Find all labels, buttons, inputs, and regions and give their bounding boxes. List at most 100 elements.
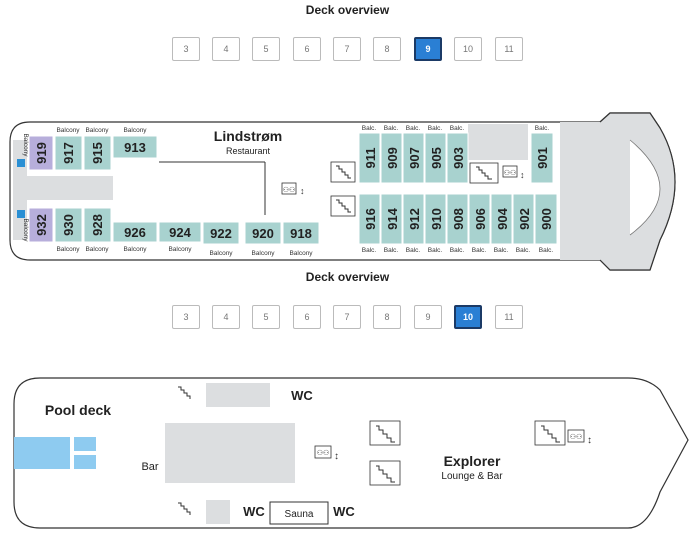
balc-label: Balc.	[535, 125, 550, 132]
wc-label: WC	[243, 504, 265, 519]
deck-button-9[interactable]: 9	[414, 305, 442, 329]
cabin-917[interactable]	[54, 135, 83, 171]
deck-button-3[interactable]: 3	[172, 305, 200, 329]
deck-button-7[interactable]: 7	[333, 37, 361, 61]
cabin-910-label: 910	[429, 208, 444, 230]
stairs-icon	[330, 195, 356, 217]
svg-text:↕: ↕	[520, 170, 525, 180]
cabin-924[interactable]	[158, 221, 202, 243]
svg-text:↕: ↕	[334, 451, 339, 462]
cabin-932-label: 932	[34, 214, 49, 236]
cabin-908-label: 908	[451, 208, 466, 230]
deck-button-11[interactable]: 11	[495, 305, 523, 329]
balc-label: Balc.	[472, 247, 487, 254]
cabin-918-label: 918	[290, 226, 312, 241]
restaurant-name: Lindstrøm	[214, 128, 282, 144]
cabin-900[interactable]	[534, 193, 558, 245]
pool-small	[74, 455, 96, 469]
cabin-920[interactable]	[244, 221, 282, 245]
stairs-icon	[178, 502, 191, 515]
deck-button-8[interactable]: 8	[373, 305, 401, 329]
cabin-903[interactable]	[446, 132, 469, 184]
deck-button-8[interactable]: 8	[373, 37, 401, 61]
deck-button-11[interactable]: 11	[495, 37, 523, 61]
elevator-icon: ⚇⚇ ↕	[314, 445, 339, 462]
balcony-label: Balcony	[123, 246, 147, 253]
wc-label: WC	[333, 504, 355, 519]
deck-button-9[interactable]: 9	[414, 37, 442, 61]
cabin-906[interactable]	[468, 193, 491, 245]
cabin-901-label: 901	[535, 147, 550, 169]
stairs-icon	[369, 460, 401, 486]
balcony-label: Balcony	[22, 218, 29, 242]
cabin-928[interactable]	[83, 207, 112, 243]
balcony-label: Balcony	[85, 127, 109, 134]
cabin-930-label: 930	[61, 214, 76, 236]
cabin-922-label: 922	[210, 226, 232, 241]
deck-button-4[interactable]: 4	[212, 305, 240, 329]
stairs-icon	[534, 420, 566, 446]
pool-deck-label: Pool deck	[45, 402, 111, 418]
cabin-910[interactable]	[424, 193, 447, 245]
deck-button-6[interactable]: 6	[293, 37, 321, 61]
deck-button-5[interactable]: 5	[252, 305, 280, 329]
cabin-919[interactable]	[28, 135, 54, 171]
cabin-901[interactable]	[530, 132, 554, 184]
deck-button-5[interactable]: 5	[252, 37, 280, 61]
balc-label: Balc.	[450, 125, 465, 132]
balcony-label: Balcony	[123, 127, 147, 134]
balcony-label: Balcony	[22, 133, 29, 157]
balc-label: Balc.	[406, 247, 421, 254]
svg-text:⚇⚇: ⚇⚇	[570, 433, 583, 441]
cabin-907[interactable]	[402, 132, 425, 184]
svg-text:↕: ↕	[587, 435, 592, 446]
accessible-cabin-icon	[17, 159, 25, 167]
cabin-926-label: 926	[124, 225, 146, 240]
balc-label: Balc.	[362, 247, 377, 254]
cabin-916-label: 916	[363, 208, 378, 230]
svg-text:⚇⚇: ⚇⚇	[504, 169, 517, 177]
deck-button-7[interactable]: 7	[333, 305, 361, 329]
balc-label: Balc.	[450, 247, 465, 254]
cabin-902[interactable]	[512, 193, 535, 245]
cabin-908[interactable]	[446, 193, 469, 245]
balc-label: Balc.	[539, 247, 554, 254]
balcony-label: Balcony	[289, 250, 313, 257]
cabin-912-label: 912	[407, 208, 422, 230]
balc-label: Balc.	[494, 247, 509, 254]
cabin-909-label: 909	[385, 147, 400, 169]
explorer-label: Explorer	[444, 453, 501, 469]
deck-button-10[interactable]: 10	[454, 305, 482, 329]
cabin-914[interactable]	[380, 193, 403, 245]
cabin-909[interactable]	[380, 132, 403, 184]
deck-button-10[interactable]: 10	[454, 37, 482, 61]
accessible-cabin-icon	[17, 210, 25, 218]
cabin-916[interactable]	[358, 193, 381, 245]
cabin-913[interactable]	[112, 135, 158, 159]
deck-9-map: 919 917 915 913 Balcony Balcony Balcony …	[9, 112, 676, 271]
cabin-922[interactable]	[202, 221, 240, 245]
deck-button-3[interactable]: 3	[172, 37, 200, 61]
deck-button-6[interactable]: 6	[293, 305, 321, 329]
cabin-904-label: 904	[495, 207, 510, 229]
cabin-926[interactable]	[112, 221, 158, 243]
cabin-905[interactable]	[424, 132, 447, 184]
cabin-902-label: 902	[517, 208, 532, 230]
cabin-930[interactable]	[54, 207, 83, 243]
cabin-905-label: 905	[429, 147, 444, 169]
cabin-911[interactable]	[358, 132, 381, 184]
cabin-912[interactable]	[402, 193, 425, 245]
cabin-907-label: 907	[407, 147, 422, 169]
cabin-915[interactable]	[83, 135, 112, 171]
svg-text:⚇⚇: ⚇⚇	[317, 449, 330, 457]
balcony-label: Balcony	[251, 250, 275, 257]
cabin-932[interactable]	[28, 207, 54, 243]
cabin-904[interactable]	[490, 193, 513, 245]
deck-overview-title-top: Deck overview	[305, 3, 390, 17]
cabin-913-label: 913	[124, 140, 146, 155]
stairs-icon	[330, 161, 356, 183]
deck-button-4[interactable]: 4	[212, 37, 240, 61]
cabin-918[interactable]	[282, 221, 320, 245]
elevator-icon: ⚇⚇ ↕	[567, 429, 592, 446]
